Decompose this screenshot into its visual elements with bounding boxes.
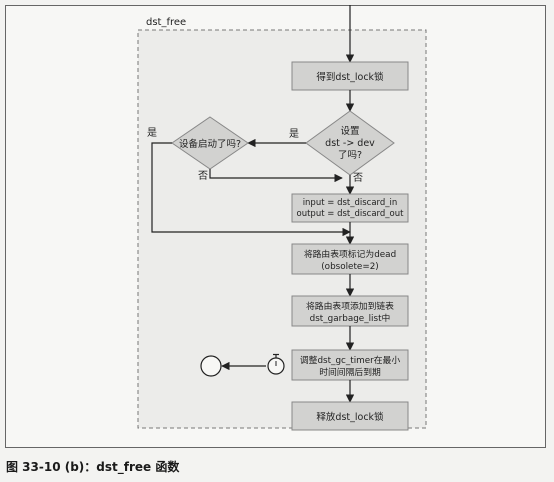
- node-add-garbage: [291, 295, 409, 327]
- node-release-lock: [291, 401, 409, 431]
- node-discard-line2: output = dst_discard_out: [297, 209, 405, 219]
- node-discard-line1: input = dst_discard_in: [303, 198, 398, 208]
- node-add-garbage-line1: 将路由表项添加到链表: [306, 300, 394, 312]
- flowchart: dst_free 得到dst_lock锁 设置 dst -> dev 了吗? 是…: [137, 5, 427, 431]
- gc-terminal-circle: [200, 355, 222, 377]
- container-label: dst_free: [146, 17, 186, 28]
- edge-devup-yes: [151, 142, 351, 237]
- node-add-garbage-line2: dst_garbage_list中: [310, 312, 391, 324]
- label-devset-no: 否: [353, 172, 363, 184]
- stopwatch-icon: [267, 353, 285, 375]
- node-adjust-timer-line1: 调整dst_gc_timer在最小: [300, 354, 401, 366]
- node-mark-dead-line2: (obsolete=2): [321, 262, 378, 272]
- node-dev-set-line3: 了吗?: [338, 150, 362, 161]
- label-devup-yes: 是: [147, 127, 157, 139]
- node-mark-dead: [291, 243, 409, 275]
- edge-devup-no: [209, 169, 343, 183]
- node-dev-up-label: 设备启动了吗?: [179, 138, 241, 150]
- label-devset-yes: 是: [289, 128, 299, 140]
- node-release-lock-label: 释放dst_lock锁: [316, 411, 384, 423]
- node-get-lock-label: 得到dst_lock锁: [316, 71, 384, 83]
- node-adjust-timer-line2: 时间间隔后到期: [319, 366, 381, 378]
- node-discard: [291, 193, 409, 223]
- label-devup-no: 否: [198, 170, 208, 182]
- node-dev-set-line1: 设置: [340, 126, 359, 137]
- figure-caption: 图 33-10 (b)：dst_free 函数: [6, 460, 180, 474]
- node-dev-set-line2: dst -> dev: [325, 138, 375, 149]
- node-mark-dead-line1: 将路由表项标记为dead: [304, 248, 396, 260]
